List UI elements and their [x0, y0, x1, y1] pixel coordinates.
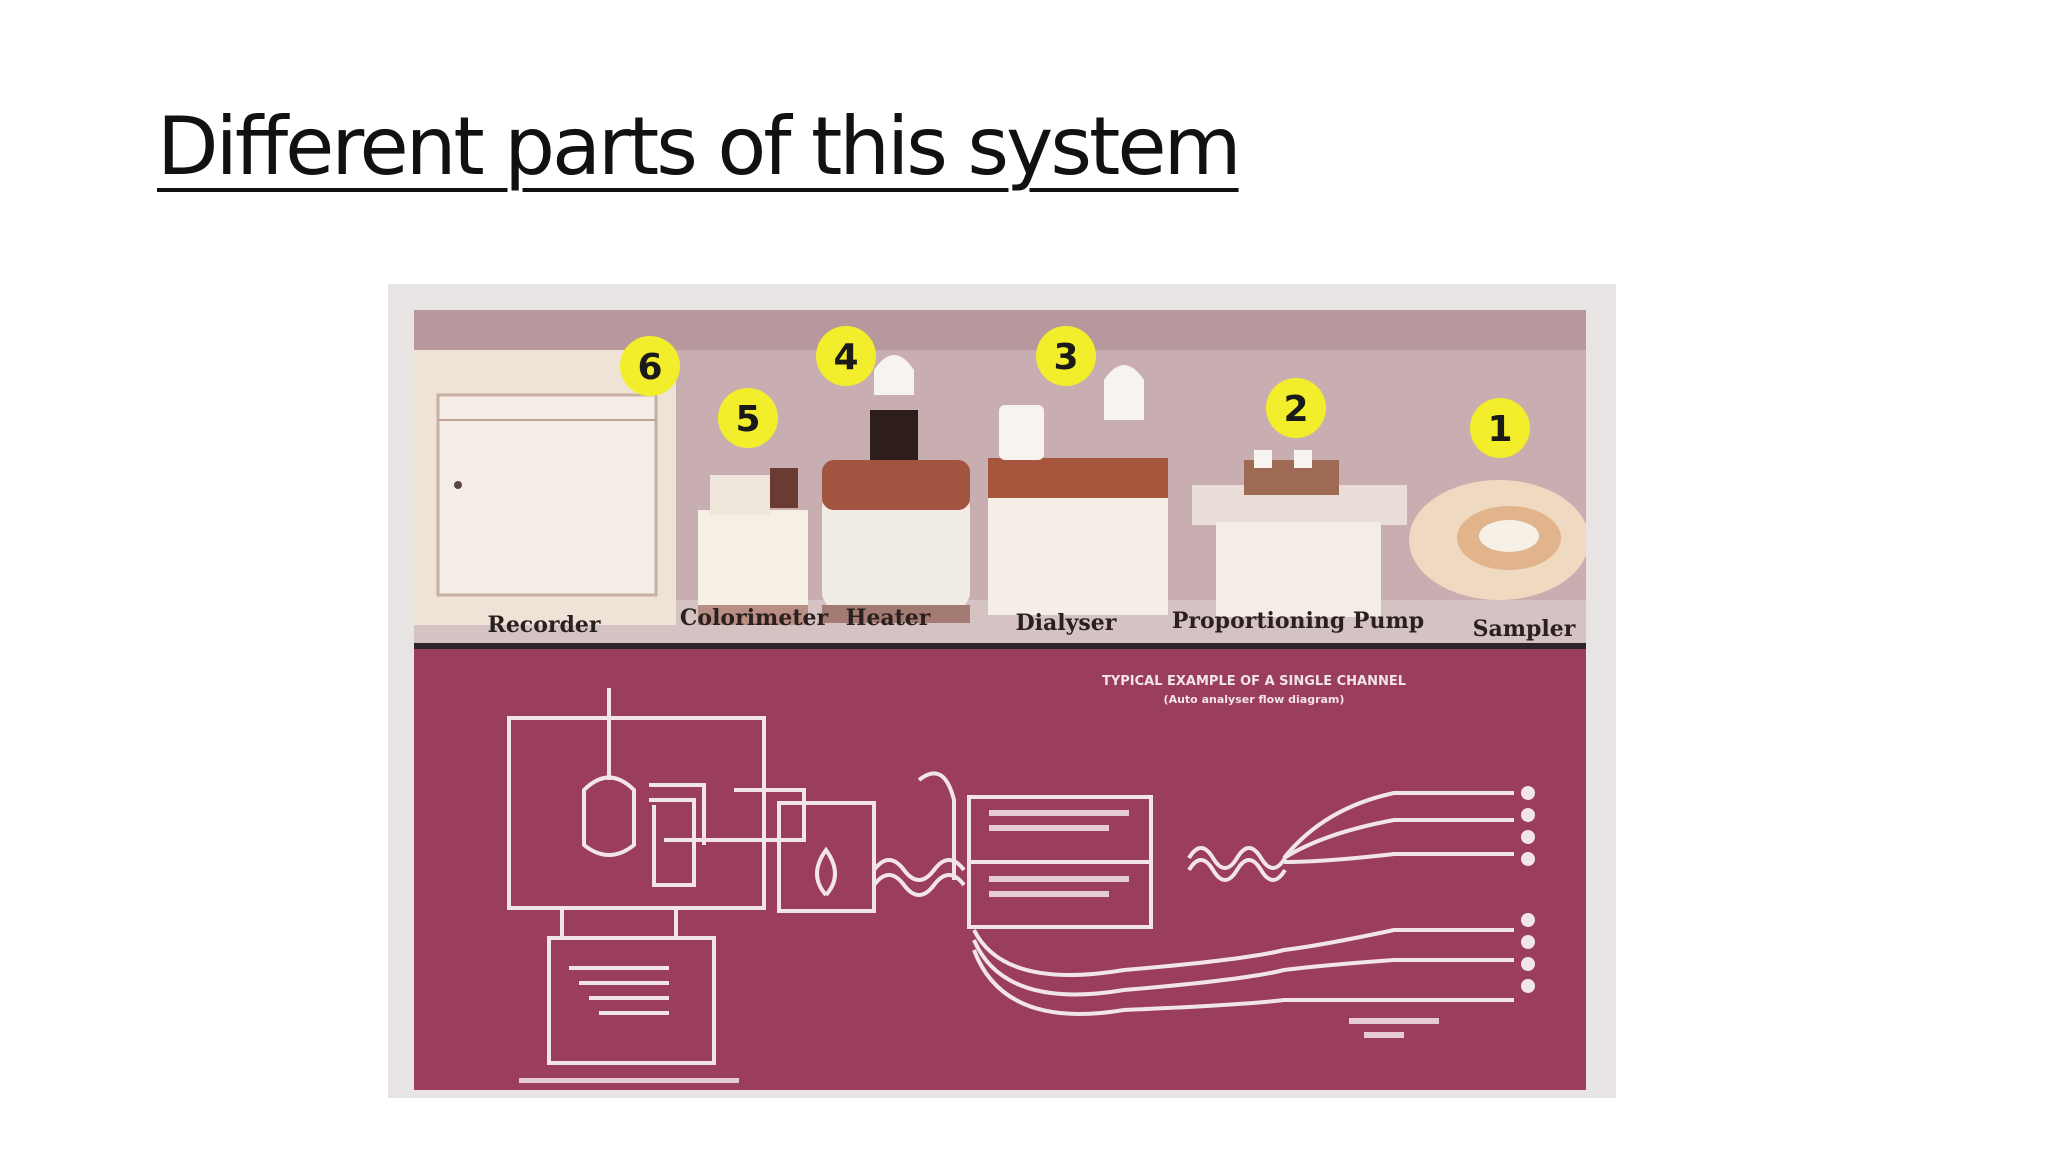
proportioning-pump-unit — [1192, 450, 1407, 617]
flow-diagram: TYPICAL EXAMPLE OF A SINGLE CHANNEL (Aut… — [414, 649, 1586, 1090]
marker-5: 5 — [718, 388, 778, 448]
marker-4-text: 4 — [833, 337, 858, 378]
marker-3: 3 — [1036, 326, 1096, 386]
marker-5-text: 5 — [735, 399, 760, 440]
heater-unit — [822, 355, 970, 623]
marker-1-text: 1 — [1487, 409, 1512, 450]
label-recorder: Recorder — [488, 612, 601, 638]
recorder-unit — [414, 350, 676, 625]
label-heater: Heater — [846, 605, 931, 631]
system-photo: 6 5 4 3 2 1 Rec — [388, 284, 1616, 1098]
sampler-unit — [1409, 480, 1586, 600]
slide-title: Different parts of this system — [157, 100, 1242, 193]
label-dialyser: Dialyser — [1016, 610, 1117, 636]
marker-2: 2 — [1266, 378, 1326, 438]
marker-3-text: 3 — [1053, 337, 1078, 378]
label-colorimeter: Colorimeter — [680, 605, 829, 631]
marker-6: 6 — [620, 336, 680, 396]
label-proportioning-pump: Proportioning Pump — [1172, 608, 1424, 634]
marker-2-text: 2 — [1283, 389, 1308, 430]
marker-6-text: 6 — [637, 347, 662, 388]
colorimeter-unit — [698, 468, 808, 625]
diagram-caption-line-1: TYPICAL EXAMPLE OF A SINGLE CHANNEL — [1102, 674, 1406, 689]
marker-1: 1 — [1470, 398, 1530, 458]
autoanalyzer-figure: 6 5 4 3 2 1 Rec — [414, 310, 1586, 1090]
diagram-caption-line-2: (Auto analyser flow diagram) — [1164, 693, 1345, 706]
marker-4: 4 — [816, 326, 876, 386]
label-sampler: Sampler — [1473, 616, 1576, 642]
dialyser-unit — [988, 365, 1168, 615]
